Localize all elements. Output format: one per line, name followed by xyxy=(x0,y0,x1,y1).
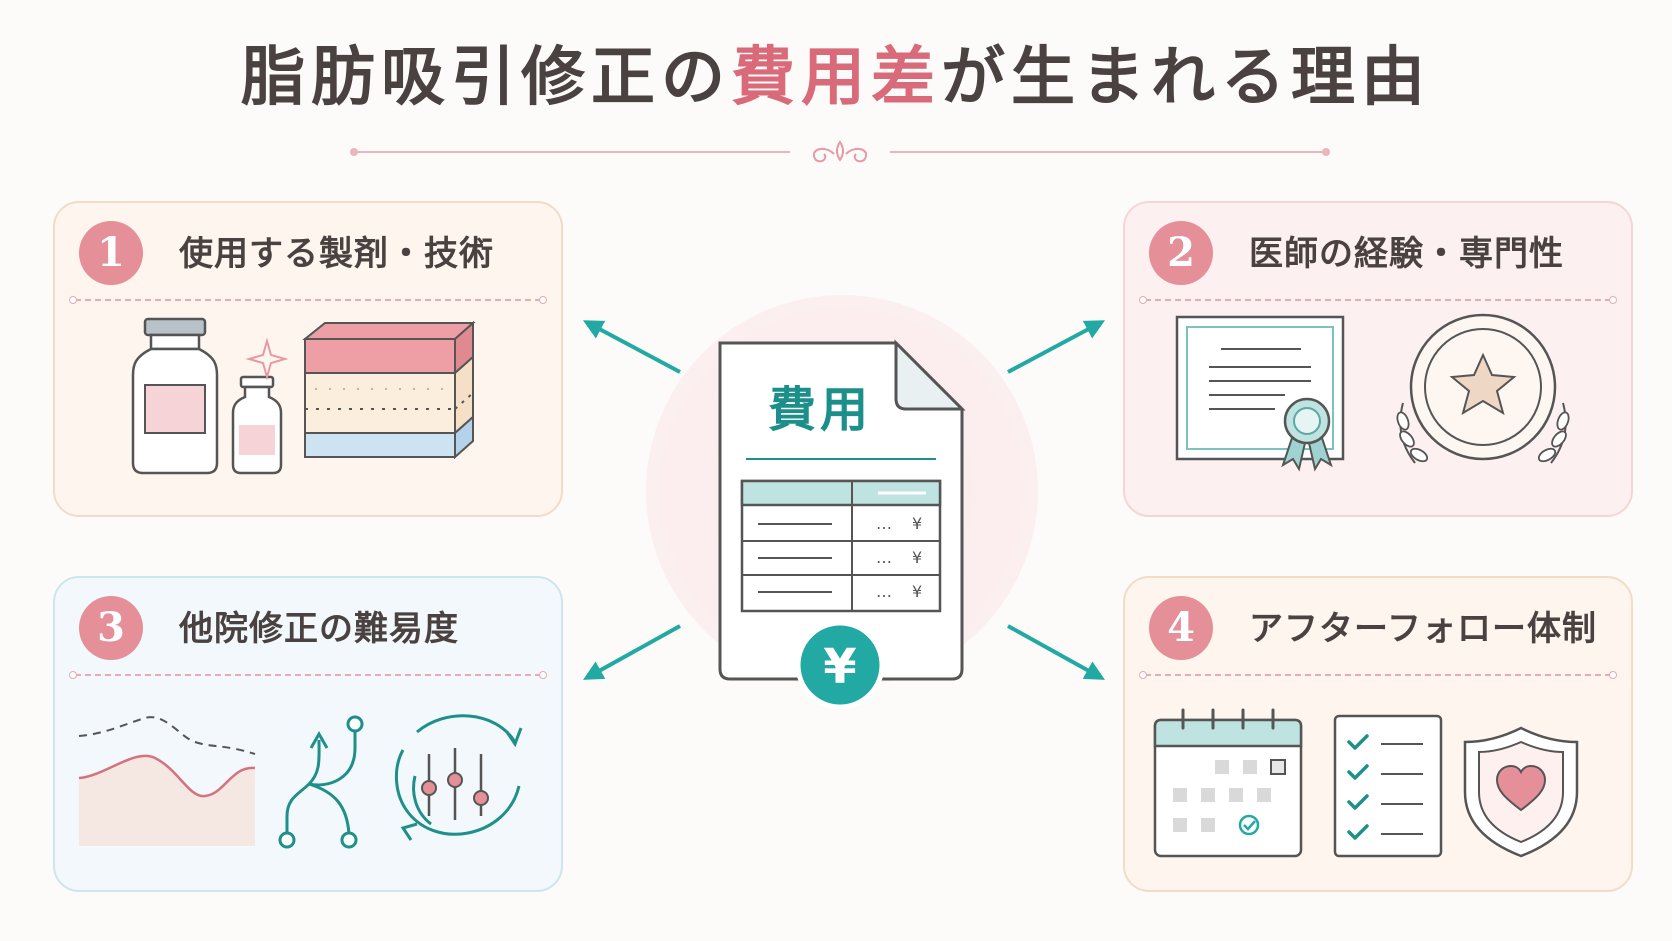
shield-heart-icon xyxy=(1463,726,1579,858)
arrow-to-card-4 xyxy=(1007,624,1105,680)
row-yen: ¥ xyxy=(912,548,922,567)
arrow-to-card-1 xyxy=(582,320,681,374)
card-number: 3 xyxy=(79,596,143,660)
vials-and-tissue-layers-illustration xyxy=(131,317,476,475)
branching-path-icon xyxy=(278,715,364,849)
adjustment-sliders-icon xyxy=(395,714,523,841)
card-divider xyxy=(69,671,547,679)
card-formulation-technique: 1 使用する製剤・技術 xyxy=(53,201,563,517)
large-vial-icon xyxy=(131,317,219,475)
page-title: 脂肪吸引修正の費用差が生まれる理由 xyxy=(0,38,1672,118)
card-label: 他院修正の難易度 xyxy=(179,609,459,649)
title-part-2: が生まれる理由 xyxy=(941,40,1431,115)
cost-document-title: 費用 xyxy=(767,382,872,438)
arrow-to-card-3 xyxy=(583,624,681,680)
card-number: 1 xyxy=(79,221,143,285)
card-divider xyxy=(1139,671,1617,679)
sparkle-icon xyxy=(245,337,289,381)
title-part-1: 脂肪吸引修正の xyxy=(241,40,731,115)
card-divider xyxy=(1139,296,1617,304)
tissue-layers-icon xyxy=(302,320,476,460)
row-yen: ¥ xyxy=(912,582,922,601)
arrow-to-card-2 xyxy=(1007,320,1106,374)
card-number: 2 xyxy=(1149,221,1213,285)
card-label: 使用する製剤・技術 xyxy=(179,234,494,274)
title-ornament-divider xyxy=(350,140,1330,163)
calendar-checklist-shield-illustration xyxy=(1153,708,1579,858)
certificate-icon xyxy=(1175,315,1345,472)
checklist-icon xyxy=(1333,714,1443,858)
row-yen: ¥ xyxy=(912,514,922,533)
calendar-icon xyxy=(1153,708,1303,858)
card-revision-difficulty: 3 他院修正の難易度 xyxy=(53,576,563,892)
title-highlight: 費用差 xyxy=(731,40,941,115)
star-medal-icon xyxy=(1396,313,1570,464)
certificate-and-medal-illustration xyxy=(1175,313,1570,472)
small-vial-icon xyxy=(231,375,283,475)
contour-and-adjustment-illustration xyxy=(78,714,523,849)
body-contour-graph-icon xyxy=(78,716,256,846)
card-label: 医師の経験・専門性 xyxy=(1249,234,1564,274)
card-number: 4 xyxy=(1149,596,1213,660)
row-dots: … xyxy=(876,548,892,567)
row-dots: … xyxy=(876,514,892,533)
card-divider xyxy=(69,296,547,304)
cost-document-icon: … ¥ … ¥ … ¥ ¥ xyxy=(718,339,966,710)
card-doctor-experience: 2 医師の経験・専門性 xyxy=(1123,201,1633,517)
card-label: アフターフォロー体制 xyxy=(1249,609,1597,649)
yen-badge-icon: ¥ xyxy=(823,639,856,695)
row-dots: … xyxy=(876,582,892,601)
card-aftercare-system: 4 アフターフォロー体制 xyxy=(1123,576,1633,892)
